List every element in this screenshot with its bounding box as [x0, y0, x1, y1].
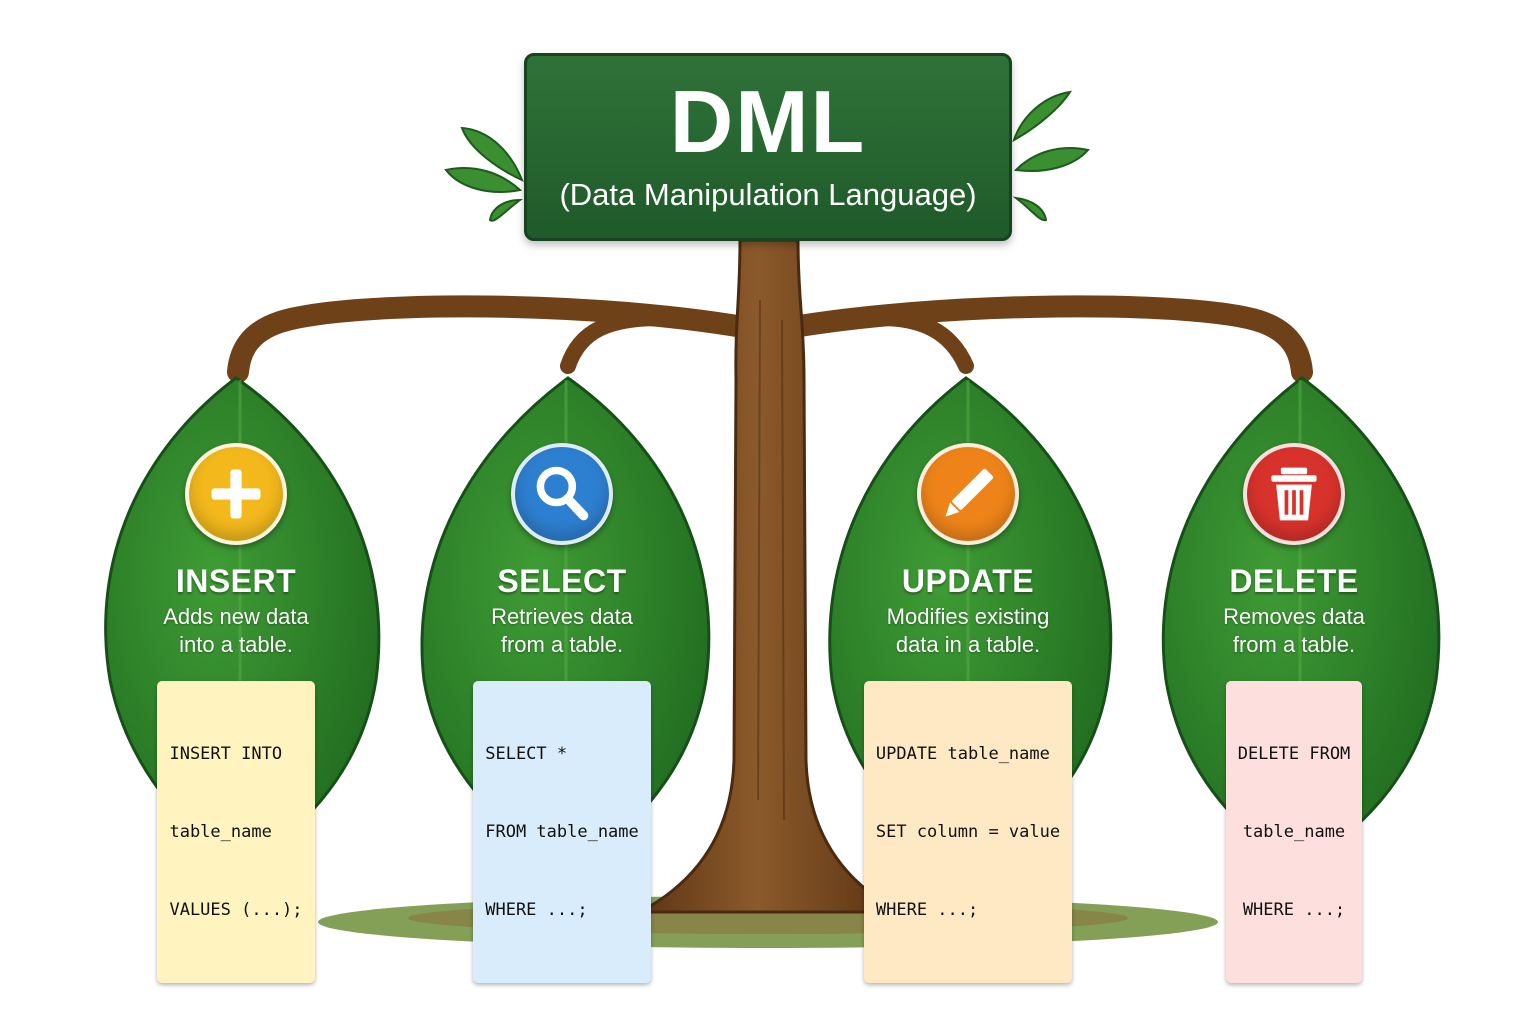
sign-title: DML — [669, 72, 867, 171]
operation-title: UPDATE — [901, 563, 1035, 599]
branch-left-inner — [560, 310, 668, 374]
trash-icon — [1243, 443, 1345, 545]
trunk-grain — [781, 319, 785, 821]
magnifier-icon — [511, 443, 613, 545]
operation-update: UPDATE Modifies existing data in a table… — [848, 443, 1088, 983]
dml-sign: DML (Data Manipulation Language) — [524, 53, 1012, 241]
operation-description: Adds new data into a table. — [163, 604, 309, 657]
code-snippet: INSERT INTO table_name VALUES (...); — [157, 681, 315, 983]
operation-description: Retrieves data from a table. — [491, 604, 633, 657]
operation-title: INSERT — [175, 563, 297, 599]
code-snippet: DELETE FROM table_name WHERE ...; — [1225, 681, 1363, 983]
plus-icon — [185, 443, 287, 545]
operation-select: SELECT Retrieves data from a table. SELE… — [442, 443, 682, 983]
operation-title: SELECT — [497, 563, 627, 599]
code-snippet: SELECT * FROM table_name WHERE ...; — [473, 681, 651, 983]
pencil-icon — [917, 443, 1019, 545]
code-snippet: UPDATE table_name SET column = value WHE… — [863, 681, 1073, 983]
sign-subtitle: (Data Manipulation Language) — [559, 177, 977, 212]
operation-description: Removes data from a table. — [1223, 604, 1365, 657]
sprig-right — [1012, 90, 1090, 222]
trunk-grain — [757, 299, 761, 801]
branch-right-inner — [872, 310, 974, 374]
branch-left — [227, 295, 771, 383]
sprig-left — [444, 126, 524, 222]
operation-insert: INSERT Adds new data into a table. INSER… — [116, 443, 356, 983]
branch-right — [765, 295, 1313, 383]
operation-description: Modifies existing data in a table. — [886, 604, 1050, 657]
operation-title: DELETE — [1229, 563, 1359, 599]
operation-delete: DELETE Removes data from a table. DELETE… — [1174, 443, 1414, 983]
